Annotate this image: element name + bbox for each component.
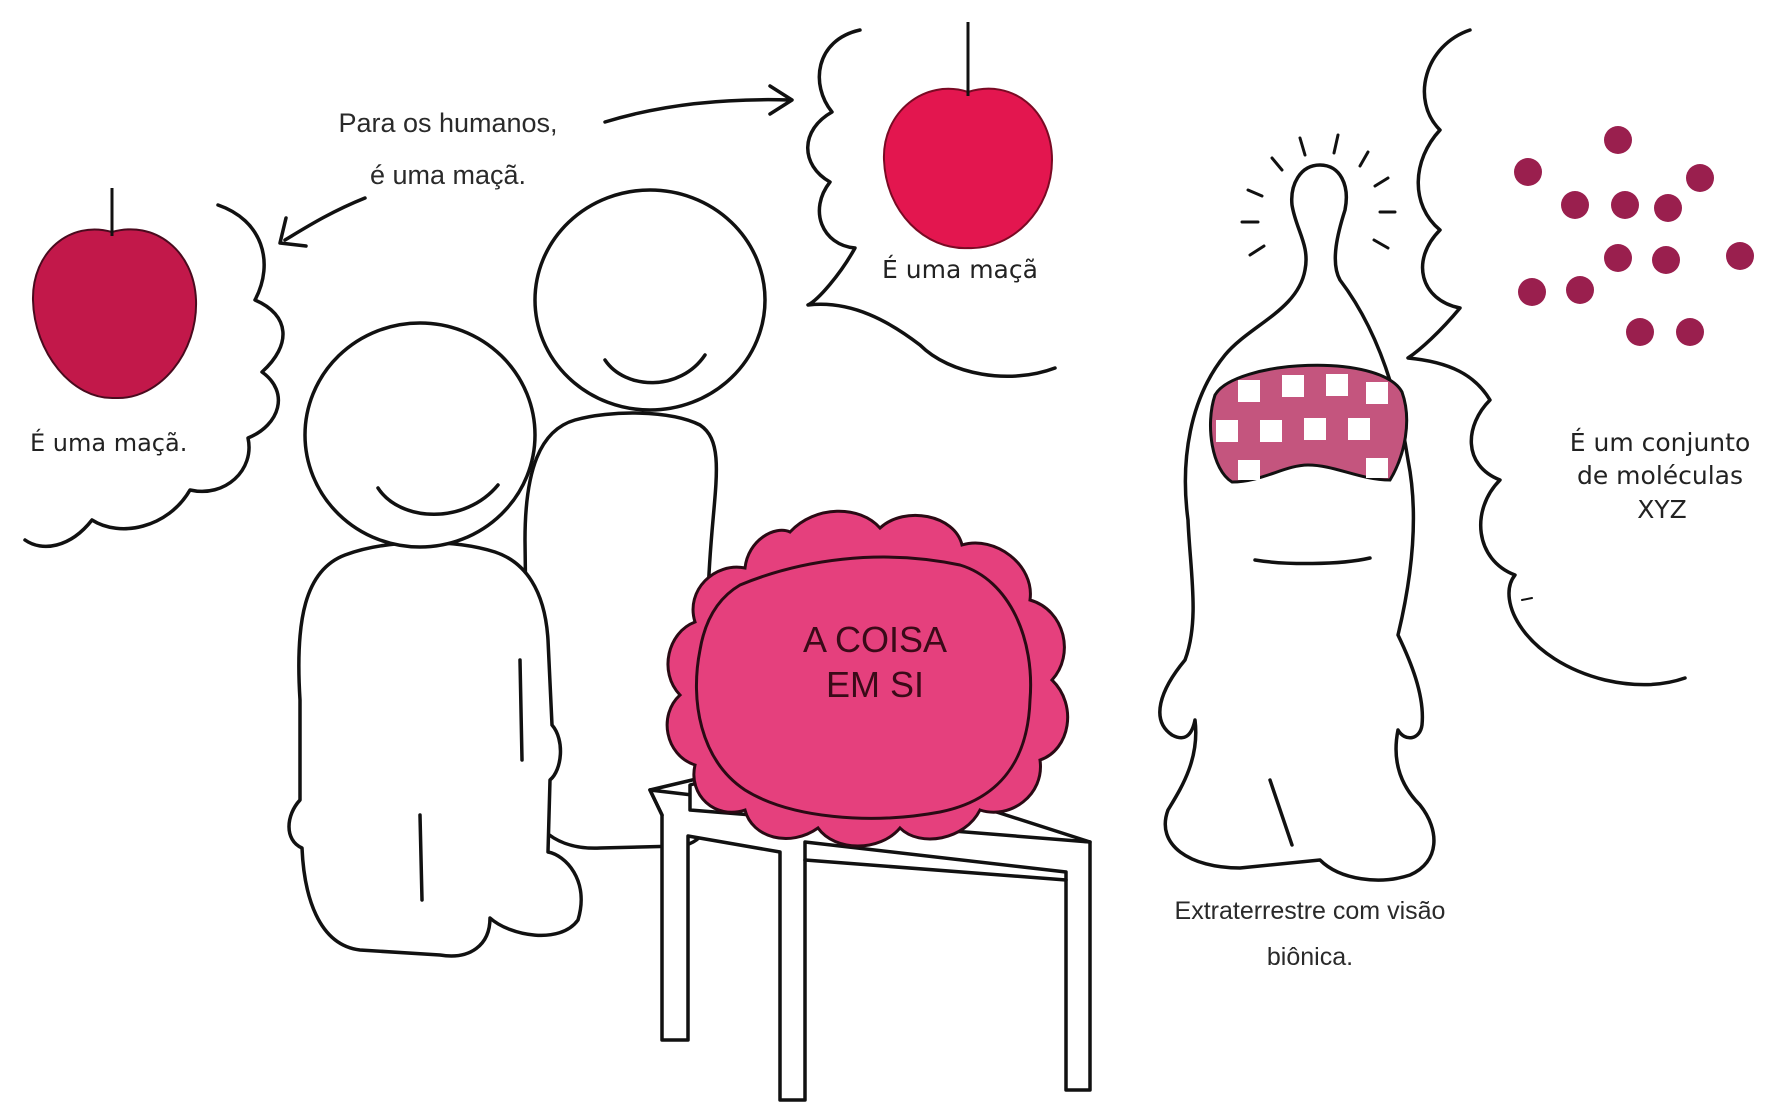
thing-line2: EM SI xyxy=(826,664,924,705)
molecule-dot-icon xyxy=(1514,158,1542,186)
molecule-dot-icon xyxy=(1626,318,1654,346)
arrow-icon xyxy=(603,84,794,124)
humans-caption: Para os humanos, é uma maçã. xyxy=(278,84,794,248)
molecule-dot-icon xyxy=(1561,191,1589,219)
bionic-vision-rays xyxy=(1240,133,1397,257)
alien-thought-bubble: É um conjunto de moléculas XYZ xyxy=(1406,28,1754,687)
alien-thought-line1: É um conjunto xyxy=(1570,428,1751,457)
molecule-dot-icon xyxy=(1518,278,1546,306)
alien-caption-line1: Extraterrestre com visão xyxy=(1175,897,1446,925)
thing-line1: A COISA xyxy=(803,619,947,660)
thought-left-text: É uma maçã. xyxy=(30,428,187,457)
caption-humans-line2: é uma maçã. xyxy=(370,160,526,190)
molecule-dot-icon xyxy=(1604,244,1632,272)
molecule-dot-icon xyxy=(1611,191,1639,219)
molecule-dot-icon xyxy=(1604,126,1632,154)
alien-thought-line3: XYZ xyxy=(1637,495,1687,524)
molecule-dot-icon xyxy=(1566,276,1594,304)
alien-figure xyxy=(1158,133,1436,882)
molecule-dot-icon xyxy=(1652,246,1680,274)
molecule-dot-icon xyxy=(1726,242,1754,270)
molecule-dot-icon xyxy=(1654,194,1682,222)
molecule-dot-icon xyxy=(1676,318,1704,346)
alien-caption-line2: biônica. xyxy=(1267,943,1353,971)
alien-visor xyxy=(1209,363,1409,484)
alien-caption: Extraterrestre com visão biônica. xyxy=(1175,897,1446,971)
caption-humans-line1: Para os humanos, xyxy=(338,108,557,138)
the-thing-itself: A COISA EM SI xyxy=(665,509,1070,848)
molecule-cluster xyxy=(1514,126,1754,346)
alien-thought-line2: de moléculas xyxy=(1577,461,1743,490)
thought-center-text: É uma maçã xyxy=(882,255,1038,284)
left-thought-bubble: É uma maçã. xyxy=(23,188,285,549)
apple-icon xyxy=(31,188,198,400)
human-figure-front xyxy=(287,321,583,958)
center-thought-bubble: É uma maçã xyxy=(806,22,1057,378)
apple-icon xyxy=(882,22,1054,250)
molecule-dot-icon xyxy=(1686,164,1714,192)
arrow-icon xyxy=(278,196,367,248)
